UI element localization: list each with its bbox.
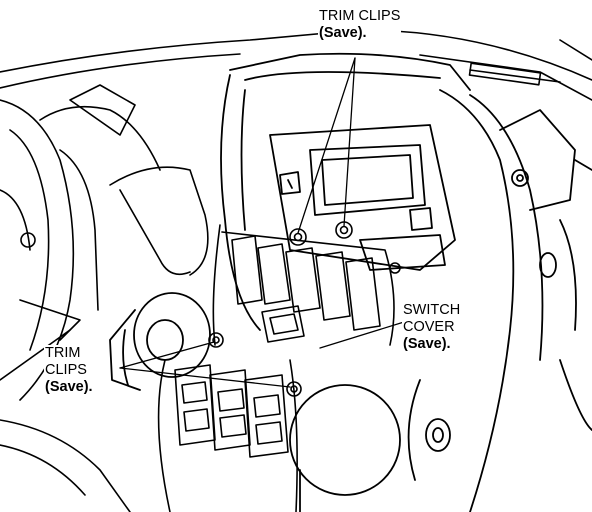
callout-label: TRIM (45, 345, 81, 361)
windshield-frame (0, 29, 592, 101)
lower-switch-cluster (157, 359, 298, 512)
callout-label: CLIPS (45, 362, 87, 378)
trim-clip-top-left (289, 228, 307, 246)
trim-clips-left-callout: TRIM CLIPS (Save). (44, 345, 94, 396)
callout-note: (Save). (403, 336, 451, 352)
switch-bank (212, 224, 395, 346)
leader-lines (119, 57, 405, 388)
center-console (220, 52, 471, 331)
callout-note: (Save). (45, 379, 93, 395)
trim-clips-top-callout: TRIM CLIPS (Save). (318, 8, 402, 42)
trim-clip-lower (286, 381, 302, 397)
round-dial (289, 384, 401, 512)
callout-label: TRIM CLIPS (319, 8, 401, 24)
right-pillar (407, 89, 592, 512)
callout-note: (Save). (319, 25, 367, 41)
left-panel (0, 84, 209, 512)
callout-label: COVER (403, 319, 455, 335)
callout-label: SWITCH (403, 302, 461, 318)
trim-clip-left (208, 332, 224, 348)
switch-cover-callout: SWITCH COVER (Save). (402, 302, 462, 353)
steering-column (109, 292, 211, 391)
